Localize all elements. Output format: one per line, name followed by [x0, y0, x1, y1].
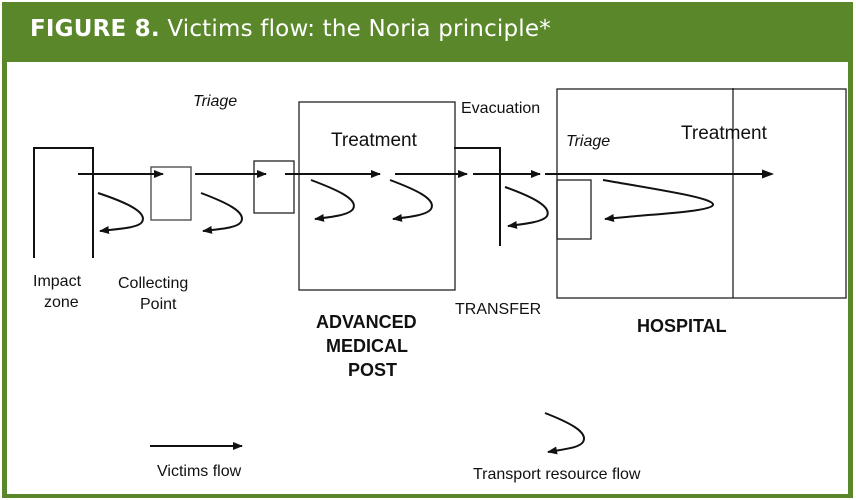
- transport-flow-curve: [97, 192, 144, 234]
- transport-flow-curve: [504, 186, 549, 229]
- collecting-point-label-line2: Point: [140, 296, 177, 313]
- frame-border-left: [2, 62, 7, 498]
- transport-flow-curve: [602, 179, 715, 222]
- legend-victims-flow-label: Victims flow: [157, 463, 242, 480]
- amp-label-line3: POST: [348, 360, 397, 380]
- legend-transport-flow-curve: [544, 412, 585, 455]
- hospital-treatment-label: Treatment: [681, 123, 768, 144]
- hospital-triage-label: Triage: [566, 133, 610, 150]
- triage-label: Triage: [193, 93, 237, 110]
- transport-flow-curve: [389, 179, 433, 222]
- legend-transport-flow-label: Transport resource flow: [473, 466, 641, 483]
- evacuation-label: Evacuation: [461, 100, 540, 117]
- collecting-point-box: [150, 166, 192, 221]
- transport-flow-curve: [310, 179, 355, 222]
- hospital-label: HOSPITAL: [637, 316, 727, 336]
- figure-header: FIGURE 8. Victims flow: the Noria princi…: [2, 2, 853, 62]
- figure-title: FIGURE 8. Victims flow: the Noria princi…: [30, 16, 551, 42]
- figure-number: FIGURE 8.: [30, 16, 160, 42]
- transfer-bracket: [454, 147, 501, 246]
- amp-treatment-label: Treatment: [331, 130, 418, 151]
- frame-border-bottom: [2, 494, 853, 498]
- impact-zone-bracket: [33, 147, 94, 258]
- advanced-medical-post-box: [298, 101, 456, 291]
- transport-flow-curve: [200, 192, 243, 234]
- impact-zone-label-line1: Impact: [33, 273, 82, 290]
- transfer-label: TRANSFER: [455, 301, 541, 318]
- amp-label-line1: ADVANCED: [316, 312, 417, 332]
- hospital-triage-box: [556, 179, 592, 240]
- amp-label-line2: MEDICAL: [326, 336, 408, 356]
- hospital-box: [556, 88, 847, 299]
- collecting-point-label-line1: Collecting: [118, 275, 188, 292]
- triage-box: [253, 160, 295, 214]
- impact-zone-label-line2: zone: [44, 294, 79, 311]
- frame-border-right: [848, 62, 853, 498]
- figure-caption: Victims flow: the Noria principle*: [167, 16, 551, 42]
